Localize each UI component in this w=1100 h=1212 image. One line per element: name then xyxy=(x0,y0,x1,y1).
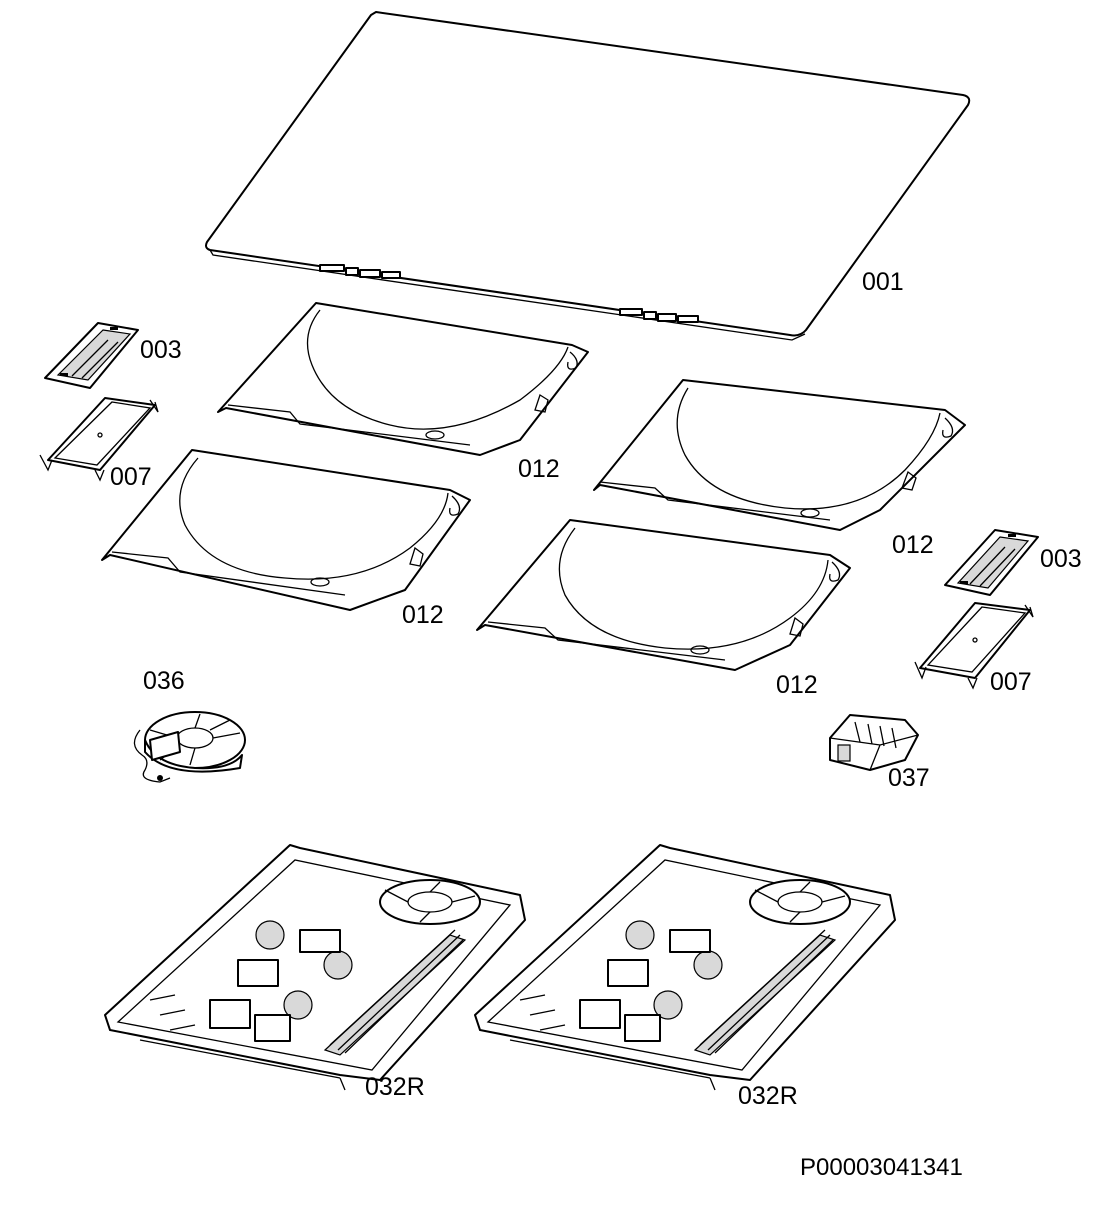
control-board-right-part xyxy=(944,529,1039,596)
part-label-007-right: 007 xyxy=(990,668,1032,696)
terminal-block-part xyxy=(829,714,919,771)
board-holder-right-part xyxy=(914,602,1034,690)
part-label-037: 037 xyxy=(888,764,930,792)
diagram-reference-code: P00003041341 xyxy=(800,1154,963,1181)
board-holder-left-part xyxy=(39,397,159,482)
power-module-right-part xyxy=(474,844,896,1091)
part-label-003-left: 003 xyxy=(140,336,182,364)
part-label-012-front-right: 012 xyxy=(776,671,818,699)
control-board-left-part xyxy=(44,322,139,389)
coil-front-right-part xyxy=(476,519,851,671)
glass-top-part xyxy=(205,11,971,341)
fan-part xyxy=(133,711,246,783)
part-label-032r-left: 032R xyxy=(365,1073,425,1101)
part-label-032r-right: 032R xyxy=(738,1082,798,1110)
part-label-036: 036 xyxy=(143,667,185,695)
part-label-003-right: 003 xyxy=(1040,545,1082,573)
coil-front-left-part xyxy=(101,449,471,611)
part-label-007-left: 007 xyxy=(110,463,152,491)
part-label-012-front-left: 012 xyxy=(402,601,444,629)
part-label-012-back-left: 012 xyxy=(518,455,560,483)
power-module-left-part xyxy=(104,844,526,1091)
part-label-012-back-right: 012 xyxy=(892,531,934,559)
coil-back-right-part xyxy=(593,379,966,531)
part-label-001: 001 xyxy=(862,268,904,296)
coil-back-left-part xyxy=(217,302,589,456)
